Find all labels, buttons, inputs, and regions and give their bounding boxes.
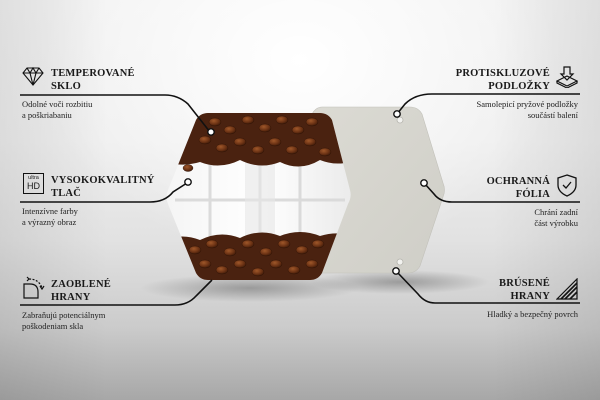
feature-title: PODLOŽKY	[488, 81, 550, 92]
anti-slip-pad-icon	[556, 66, 578, 88]
feature-description: Hladký a bezpečný povrch	[487, 309, 578, 319]
feature-title: SKLO	[51, 81, 81, 92]
feature-title: HRANY	[51, 292, 91, 303]
feature-title: PROTISKLUZOVÉ	[455, 68, 550, 79]
shield-check-icon	[557, 174, 577, 197]
feature-description: a poškriabaniu	[22, 109, 72, 120]
feature-sanded-edges: BRÚSENÉ HRANY Hladký a bezpečný povrch	[400, 276, 580, 326]
feature-title: ZAOBLENÉ	[51, 279, 111, 290]
feature-description: Samolepicí pryžové podložky	[476, 99, 578, 109]
feature-title: HRANY	[510, 291, 550, 302]
feature-description: Zabraňujú potenciálnym	[22, 310, 106, 320]
ultra-hd-icon: ultra HD	[23, 173, 44, 194]
feature-title: BRÚSENÉ	[499, 278, 550, 289]
feature-description: Intenzívne farby	[22, 206, 78, 216]
feature-title: VYSOKOKVALITNÝ	[51, 175, 155, 186]
sanded-edge-icon	[556, 278, 578, 300]
feature-title: TEMPEROVANÉ	[51, 68, 135, 79]
diamond-icon	[22, 66, 44, 86]
coffee-beans-hexagon	[166, 113, 351, 280]
feature-protective-film: OCHRANNÁ FÓLIA Chrání zadní část výrobku	[400, 174, 580, 234]
feature-description: a výrazný obraz	[22, 216, 77, 227]
feature-description: Chrání zadní	[534, 207, 578, 217]
feature-anti-slip-pads: PROTISKLUZOVÉ PODLOŽKY Samolepicí pryžov…	[400, 66, 580, 126]
feature-description: část výrobku	[534, 217, 578, 228]
feature-title: OCHRANNÁ	[486, 176, 550, 187]
connector-dots	[184, 110, 428, 275]
feature-description: Odolné voči rozbitiu	[22, 99, 93, 109]
connector-lines	[20, 93, 580, 306]
feature-description: součástí balení	[527, 109, 578, 120]
feature-title: TLAČ	[51, 188, 81, 199]
feature-description: poškodeniam skla	[22, 320, 84, 331]
feature-title: FÓLIA	[515, 189, 550, 200]
rounded-corner-icon	[23, 276, 45, 299]
